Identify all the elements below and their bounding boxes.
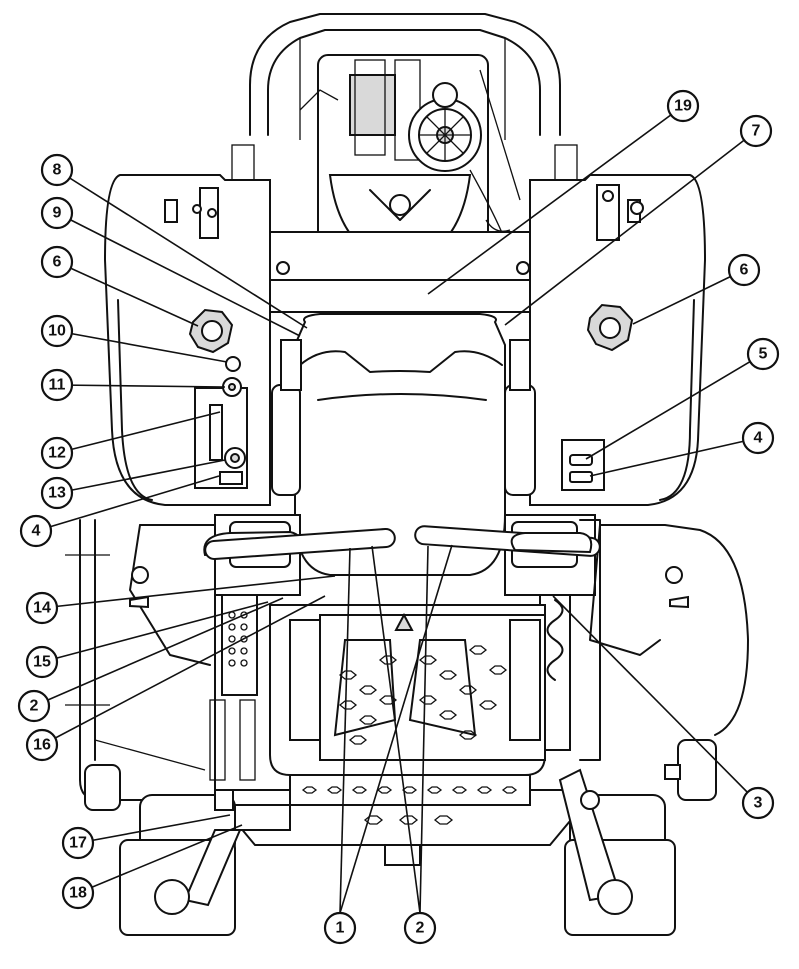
svg-text:16: 16 [33, 737, 51, 754]
svg-text:4: 4 [32, 523, 41, 540]
svg-text:2: 2 [416, 920, 425, 937]
power-port-left [220, 472, 242, 484]
callout-6-left: 6 [42, 247, 72, 277]
front-caster-left [120, 790, 290, 935]
warning-lamp [226, 357, 240, 371]
front-caster-right [560, 770, 675, 935]
svg-text:7: 7 [752, 123, 761, 140]
svg-text:12: 12 [48, 445, 66, 462]
svg-text:6: 6 [740, 262, 749, 279]
svg-text:18: 18 [69, 885, 87, 902]
callout-3: 3 [743, 788, 773, 818]
right-console [562, 440, 604, 490]
callout-4-right: 4 [743, 423, 773, 453]
callout-6-right: 6 [729, 255, 759, 285]
callout-1: 1 [325, 913, 355, 943]
svg-text:2: 2 [30, 698, 39, 715]
svg-text:19: 19 [674, 98, 692, 115]
callout-11: 11 [42, 370, 72, 400]
engine [300, 55, 520, 262]
callout-19: 19 [668, 91, 698, 121]
callout-18: 18 [63, 878, 93, 908]
svg-text:13: 13 [48, 485, 66, 502]
armrest-right [505, 385, 535, 495]
callout-16: 16 [27, 730, 57, 760]
power-port-right [570, 472, 592, 482]
callout-5: 5 [748, 339, 778, 369]
svg-text:5: 5 [759, 346, 768, 363]
svg-text:4: 4 [754, 430, 763, 447]
callout-4-left: 4 [21, 516, 51, 546]
parking-brake-pedal [235, 805, 290, 830]
svg-text:6: 6 [53, 254, 62, 271]
callout-9: 9 [42, 198, 72, 228]
svg-text:8: 8 [53, 162, 62, 179]
callout-12: 12 [42, 438, 72, 468]
svg-text:1: 1 [336, 920, 345, 937]
callout-7: 7 [741, 116, 771, 146]
callout-15: 15 [27, 647, 57, 677]
callout-10: 10 [42, 316, 72, 346]
callout-8: 8 [42, 155, 72, 185]
svg-text:3: 3 [754, 795, 763, 812]
callout-17: 17 [63, 828, 93, 858]
callout-13: 13 [42, 478, 72, 508]
svg-text:15: 15 [33, 654, 51, 671]
callout-2-left: 2 [19, 691, 49, 721]
svg-text:11: 11 [49, 377, 66, 394]
svg-text:17: 17 [69, 835, 87, 852]
callout-14: 14 [27, 593, 57, 623]
callout-2-bottom: 2 [405, 913, 435, 943]
svg-text:14: 14 [33, 600, 51, 617]
svg-text:9: 9 [53, 205, 62, 222]
svg-text:10: 10 [48, 323, 66, 340]
armrest-left [272, 385, 300, 495]
